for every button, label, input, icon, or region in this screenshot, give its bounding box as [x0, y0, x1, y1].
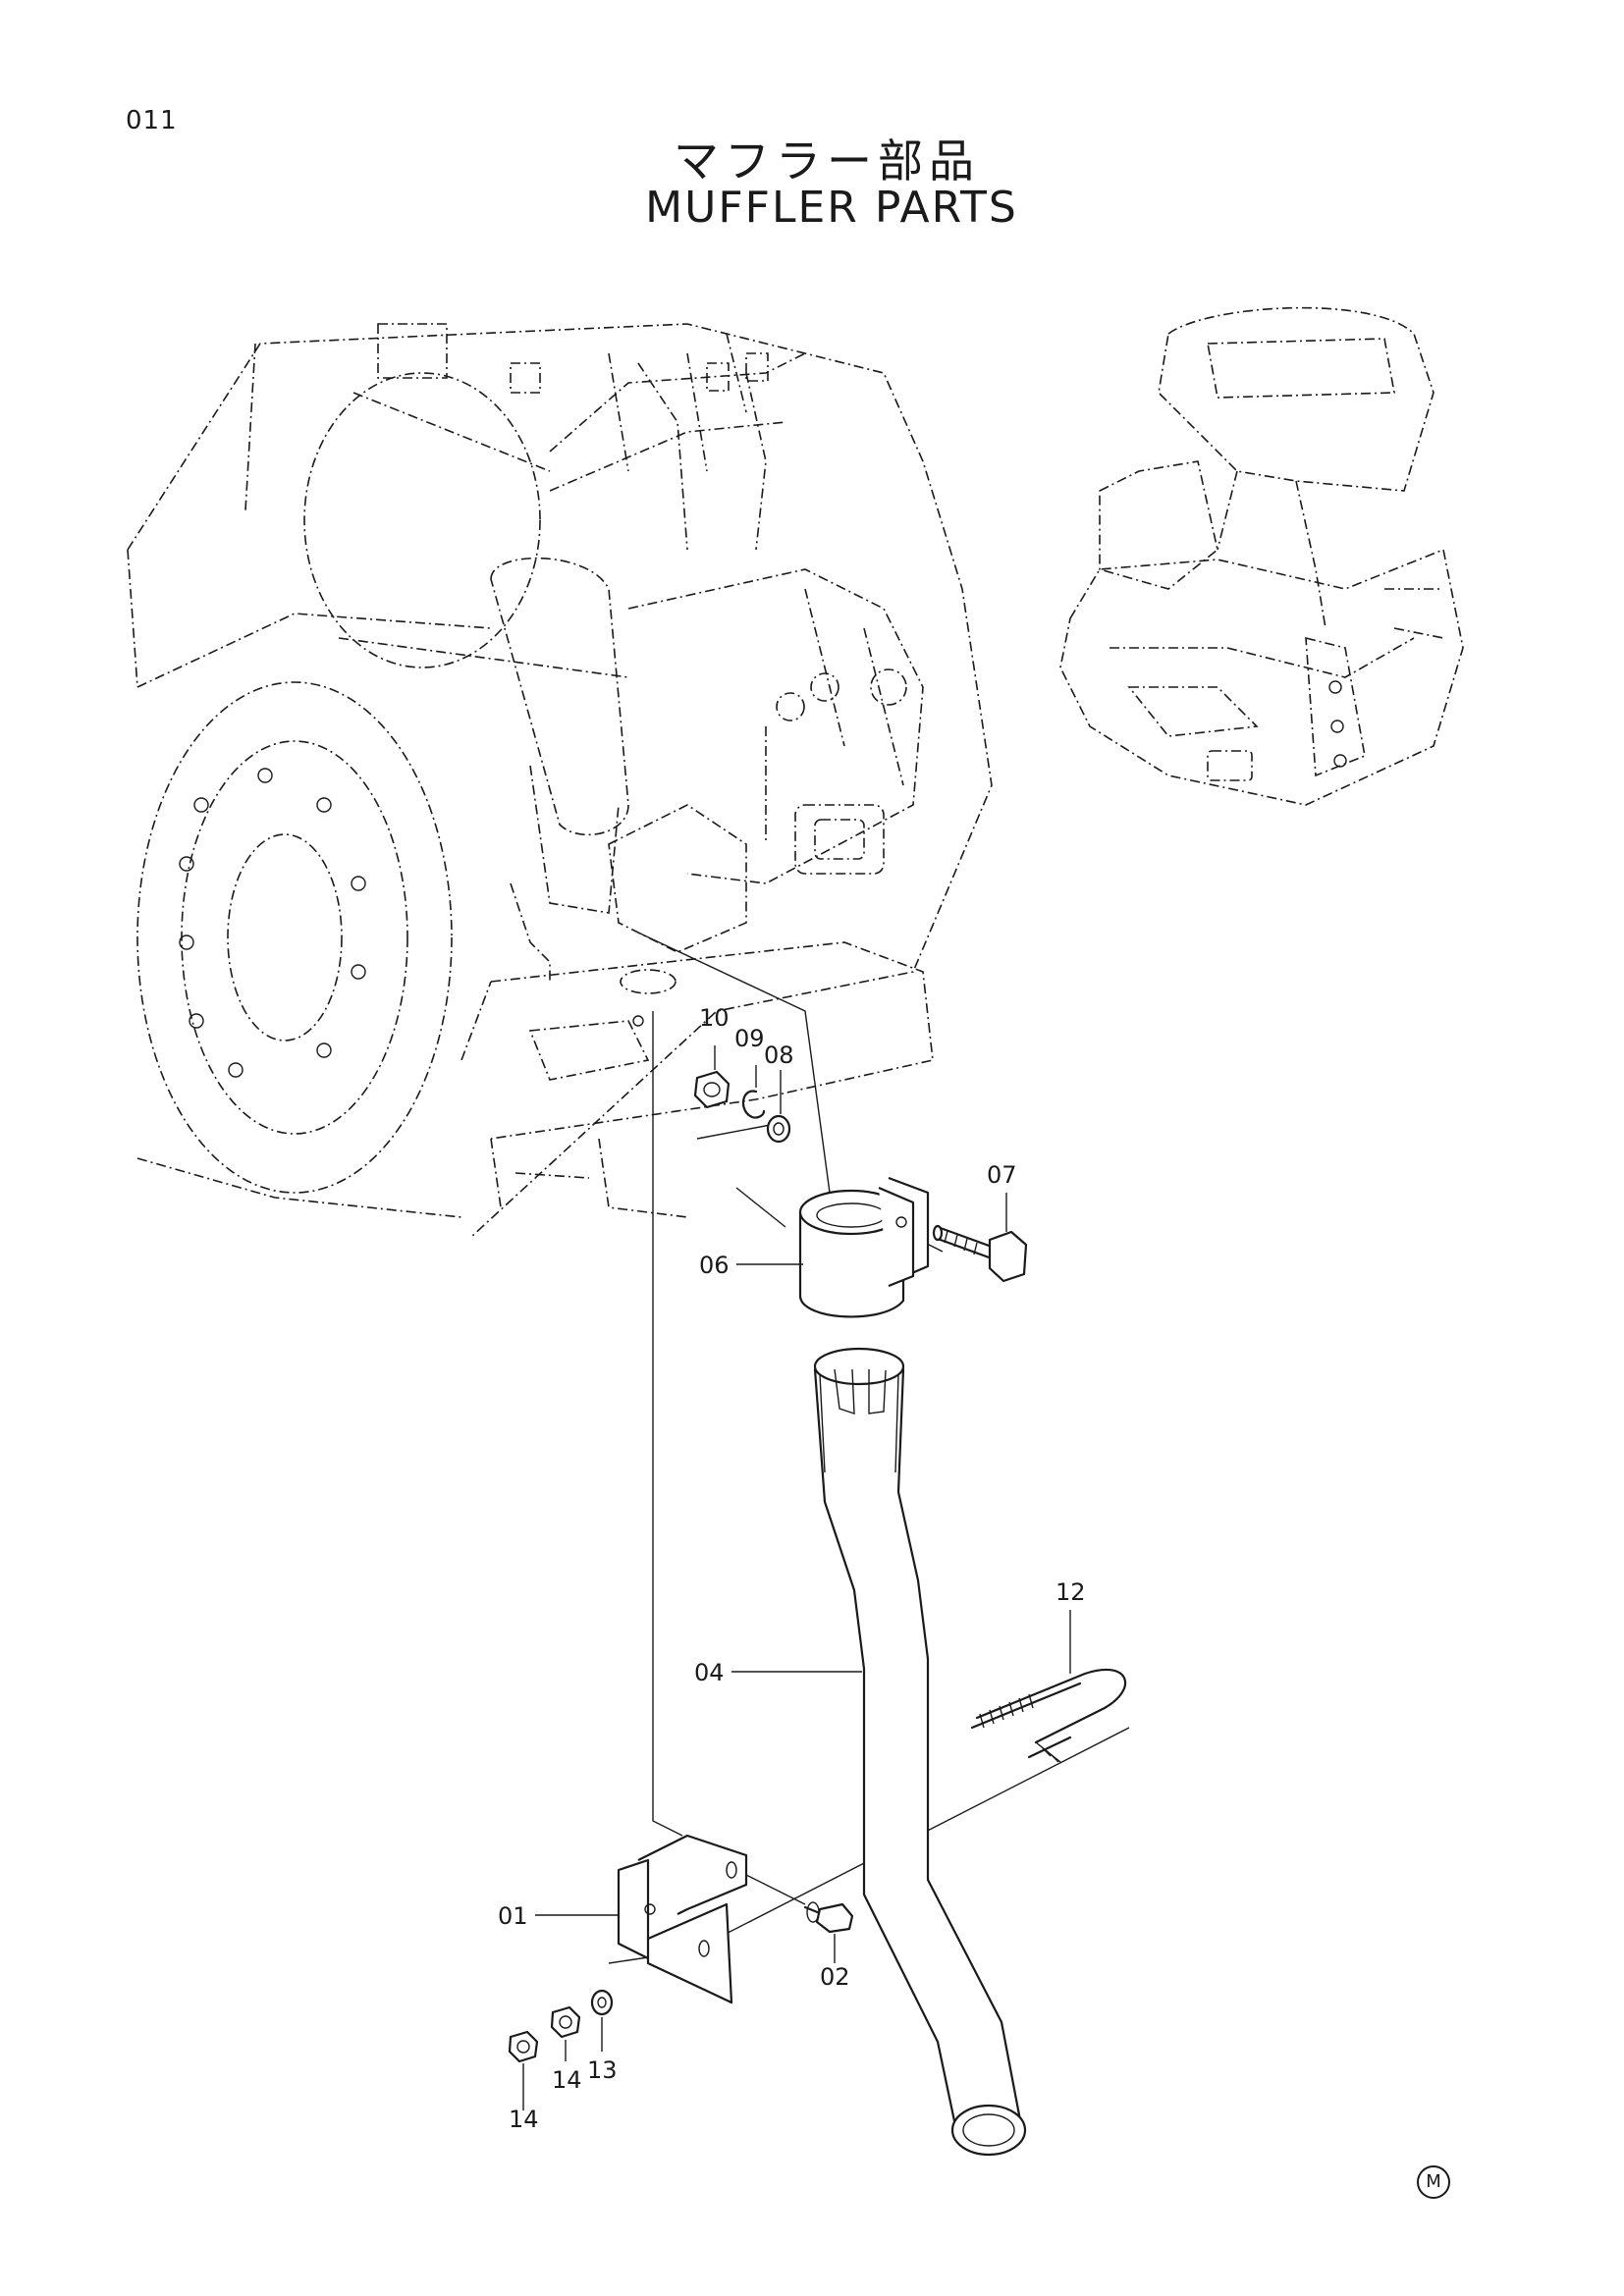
engine-illustration	[127, 323, 993, 1238]
part-07-bolt	[932, 1224, 1028, 1283]
part-14-nut-b	[508, 2030, 539, 2063]
callout-10: 10	[699, 1004, 730, 1032]
callout-09: 09	[734, 1025, 765, 1052]
part-04-tail-pipe	[813, 1347, 1027, 2157]
part-01-bracket	[617, 1834, 748, 2004]
callout-02: 02	[820, 1963, 850, 1991]
part-14-nut-a	[550, 2005, 581, 2039]
callout-08: 08	[764, 1041, 794, 1069]
part-12-u-bolt	[970, 1668, 1126, 1763]
title-english: MUFFLER PARTS	[645, 183, 1018, 233]
title-japanese: マフラー部品	[674, 134, 980, 187]
callout-14b: 14	[509, 2106, 539, 2133]
part-13-washer	[590, 1989, 614, 2016]
callout-07: 07	[987, 1161, 1017, 1189]
callout-13: 13	[587, 2056, 618, 2084]
callout-01: 01	[498, 1902, 528, 1930]
part-08-washer	[766, 1114, 791, 1144]
callout-14a: 14	[552, 2066, 582, 2094]
callout-12: 12	[1056, 1578, 1086, 1606]
callout-04: 04	[694, 1659, 725, 1686]
leader-lines	[522, 1045, 1071, 2110]
footer-mark: M	[1417, 2165, 1450, 2199]
part-02-flange-bolt	[803, 1901, 854, 1934]
excavator-inset	[1059, 306, 1464, 806]
callout-06: 06	[699, 1252, 730, 1279]
part-06-clamp	[798, 1176, 930, 1318]
page-number: 011	[126, 106, 178, 135]
part-09-lock-washer	[742, 1090, 766, 1119]
part-10-nut	[693, 1070, 731, 1109]
